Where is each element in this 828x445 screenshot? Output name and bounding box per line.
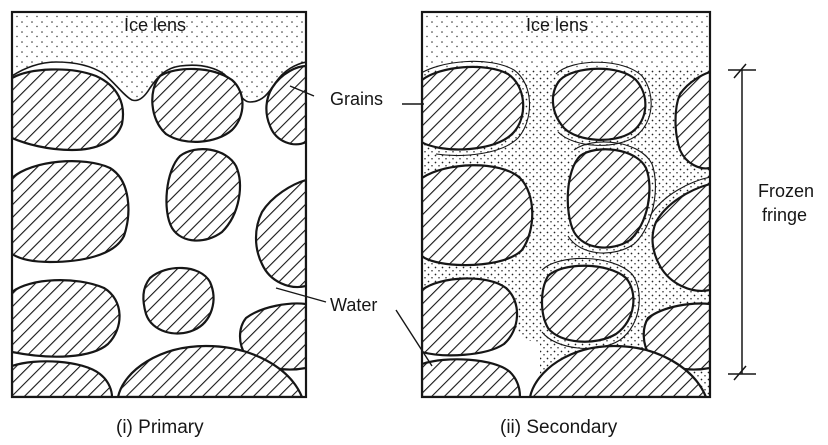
fringe-arrow-bottom-a [734, 366, 746, 380]
caption-primary: (i) Primary [116, 418, 204, 439]
water-label: Water [330, 296, 377, 316]
grain [166, 149, 239, 240]
caption-secondary: (ii) Secondary [500, 418, 617, 439]
grain [542, 266, 633, 342]
ice-lens-label-secondary: Ice lens [526, 16, 588, 36]
grain [152, 69, 242, 142]
grain [12, 361, 112, 397]
frozen-fringe-label-line1: Frozen [758, 182, 814, 202]
water-leader-left [276, 288, 326, 302]
grain [12, 161, 128, 262]
panel-primary [12, 12, 306, 397]
panel-secondary [418, 12, 716, 397]
frozen-fringe-label-line2: fringe [762, 206, 807, 226]
grains-label: Grains [330, 90, 383, 110]
grain [143, 268, 213, 334]
grain [422, 67, 523, 150]
ice-lens-label-primary: Ice lens [124, 16, 186, 36]
grain [568, 149, 650, 247]
grain [12, 280, 120, 357]
frozen-fringe-dimension [728, 64, 756, 380]
grains-primary [12, 66, 306, 397]
fringe-arrow-top-a [734, 64, 746, 78]
grain [422, 165, 532, 265]
grain [12, 69, 123, 150]
grain [553, 69, 645, 140]
grain [422, 278, 517, 355]
grain [256, 180, 306, 287]
